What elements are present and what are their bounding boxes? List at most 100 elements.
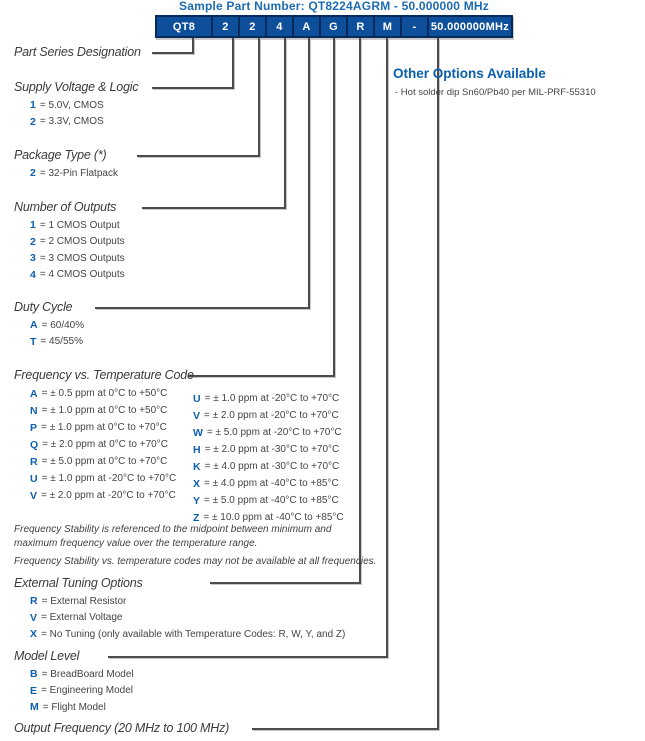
option-row: P= ± 1.0 ppm at 0°C to +70°C xyxy=(30,419,176,436)
option-desc: = ± 4.0 ppm at -30°C to +70°C xyxy=(204,461,340,472)
option-row: E= Engineering Model xyxy=(30,683,134,700)
other-options-title: Other Options Available xyxy=(393,66,546,81)
section-title-tuning: External Tuning Options xyxy=(14,576,143,590)
option-row: Q= ± 2.0 ppm at 0°C to +70°C xyxy=(30,436,176,453)
option-desc: = 60/40% xyxy=(41,319,85,331)
option-row: Z= ± 10.0 ppm at -40°C to +85°C xyxy=(193,509,344,526)
option-code: 2 xyxy=(30,167,36,180)
option-code: R xyxy=(30,455,38,468)
option-code: B xyxy=(30,668,38,681)
option-desc: = ± 2.0 ppm at -30°C to +70°C xyxy=(204,444,340,455)
option-row: R= ± 5.0 ppm at 0°C to +70°C xyxy=(30,453,176,470)
option-code: E xyxy=(30,684,38,697)
option-desc: = 5.0V, CMOS xyxy=(39,99,104,111)
pn-cell-dash: - xyxy=(402,17,427,36)
option-desc: = External Voltage xyxy=(41,612,123,624)
connector-model-horizontal xyxy=(108,656,388,658)
connector-tuning-horizontal xyxy=(210,582,361,584)
pn-cell-tuning: R xyxy=(348,17,373,36)
option-row: H= ± 2.0 ppm at -30°C to +70°C xyxy=(193,441,344,458)
option-code: A xyxy=(30,319,38,332)
option-row: V= External Voltage xyxy=(30,610,345,627)
option-desc: = ± 5.0 ppm at -40°C to +85°C xyxy=(204,495,339,506)
option-code: 1 xyxy=(30,219,36,232)
other-options-item: - Hot solder dip Sn60/Pb40 per MIL-PRF-5… xyxy=(395,87,596,98)
option-code: 3 xyxy=(30,252,36,265)
option-code: 1 xyxy=(30,99,36,112)
option-code: 2 xyxy=(30,115,36,128)
option-code: U xyxy=(193,392,201,405)
option-code: V xyxy=(30,611,38,624)
option-code: R xyxy=(30,595,38,608)
option-desc: = ± 2.0 ppm at -20°C to +70°C xyxy=(41,490,176,501)
option-code: X xyxy=(193,477,201,490)
option-row: 1= 5.0V, CMOS xyxy=(30,97,104,114)
section-title-freq-temp: Frequency vs. Temperature Code xyxy=(14,368,194,382)
option-code: K xyxy=(193,460,201,473)
connector-freq-temp-vertical xyxy=(333,38,335,377)
pn-cell-series: QT8 xyxy=(157,17,211,36)
option-row: V= ± 2.0 ppm at -20°C to +70°C xyxy=(193,407,344,424)
option-desc: = 32-Pin Flatpack xyxy=(39,167,118,179)
option-row: R= External Resistor xyxy=(30,593,345,610)
option-code: A xyxy=(30,387,38,400)
connector-duty-vertical xyxy=(308,38,310,309)
option-row: 2= 3.3V, CMOS xyxy=(30,114,104,131)
option-desc: = ± 4.0 ppm at -40°C to +85°C xyxy=(204,478,339,489)
option-row: A= 60/40% xyxy=(30,317,84,334)
option-row: 1= 1 CMOS Output xyxy=(30,217,125,234)
option-code: V xyxy=(30,489,38,502)
option-row: X= ± 4.0 ppm at -40°C to +85°C xyxy=(193,475,344,492)
option-code: V xyxy=(193,409,201,422)
option-code: U xyxy=(30,472,38,485)
section-title-supply: Supply Voltage & Logic xyxy=(14,80,139,94)
option-desc: = ± 10.0 ppm at -40°C to +85°C xyxy=(203,512,344,523)
connector-outputs-horizontal xyxy=(142,207,286,209)
stability-note-line2: maximum frequency value over the tempera… xyxy=(14,538,258,549)
pn-cell-freq-temp: G xyxy=(321,17,346,36)
connector-frequency-vertical xyxy=(437,38,439,730)
option-row: W= ± 5.0 ppm at -20°C to +70°C xyxy=(193,424,344,441)
option-desc: = Flight Model xyxy=(42,701,106,713)
option-row: A= ± 0.5 ppm at 0°C to +50°C xyxy=(30,385,176,402)
connector-tuning-vertical xyxy=(359,38,361,584)
section-title-outputs: Number of Outputs xyxy=(14,200,117,214)
option-row: 4= 4 CMOS Outputs xyxy=(30,267,125,284)
stability-note-line1: Frequency Stability is referenced to the… xyxy=(14,524,332,535)
option-desc: = 1 CMOS Output xyxy=(39,219,120,231)
option-desc: = BreadBoard Model xyxy=(41,668,134,680)
option-code: 4 xyxy=(30,268,36,281)
model-options: B= BreadBoard Model E= Engineering Model… xyxy=(30,666,134,716)
duty-options: A= 60/40% T= 45/55% xyxy=(30,317,84,350)
option-desc: = ± 2.0 ppm at -20°C to +70°C xyxy=(204,410,339,421)
option-row: Y= ± 5.0 ppm at -40°C to +85°C xyxy=(193,492,344,509)
option-code: Q xyxy=(30,438,39,451)
option-desc: = ± 5.0 ppm at 0°C to +70°C xyxy=(41,456,168,467)
option-row: U= ± 1.0 ppm at -20°C to +70°C xyxy=(193,390,344,407)
option-desc: = No Tuning (only available with Tempera… xyxy=(41,628,346,640)
option-row: T= 45/55% xyxy=(30,334,84,351)
option-desc: = ± 1.0 ppm at -20°C to +70°C xyxy=(204,393,340,404)
section-title-output-frequency: Output Frequency (20 MHz to 100 MHz) xyxy=(14,721,230,735)
connector-supply-horizontal xyxy=(152,87,234,89)
connector-supply-vertical xyxy=(232,38,234,89)
option-row: N= ± 1.0 ppm at 0°C to +50°C xyxy=(30,402,176,419)
outputs-options: 1= 1 CMOS Output 2= 2 CMOS Outputs 3= 3 … xyxy=(30,217,125,283)
option-code: Z xyxy=(193,511,200,524)
section-title-model: Model Level xyxy=(14,649,80,663)
option-desc: = ± 1.0 ppm at -20°C to +70°C xyxy=(41,473,177,484)
option-code: X xyxy=(30,628,38,641)
option-desc: = ± 1.0 ppm at 0°C to +70°C xyxy=(41,422,167,433)
section-title-package: Package Type (*) xyxy=(14,148,107,162)
pn-cell-outputs: 4 xyxy=(267,17,292,36)
option-desc: = ± 0.5 ppm at 0°C to +50°C xyxy=(41,388,168,399)
option-desc: = 2 CMOS Outputs xyxy=(39,236,125,248)
connector-series-horizontal xyxy=(152,52,194,54)
pn-cell-package: 2 xyxy=(240,17,265,36)
option-code: N xyxy=(30,404,38,417)
option-desc: = 45/55% xyxy=(40,336,83,348)
tuning-options: R= External Resistor V= External Voltage… xyxy=(30,593,345,643)
pn-cell-model: M xyxy=(375,17,400,36)
option-desc: = External Resistor xyxy=(41,595,127,607)
